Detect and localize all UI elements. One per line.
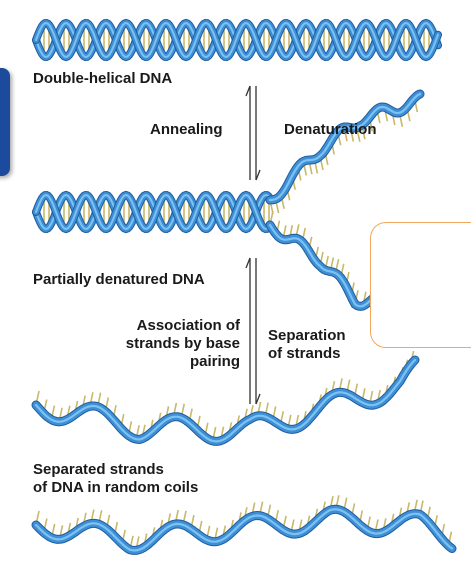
separated-strand-lower (31, 495, 457, 555)
partial-helix-strand-2-highlight (35, 193, 271, 231)
note-callout-box (370, 222, 471, 348)
frayed-strand-upper-highlight (268, 92, 422, 202)
side-tab[interactable] (0, 68, 10, 176)
label-double-helical-dna: Double-helical DNA (33, 70, 173, 87)
separated-strand-lower-highlight (34, 508, 454, 552)
label-association-of-strands: Association of strands by base pairing (125, 317, 240, 370)
label-separation-of-strands: Separation of strands (268, 327, 346, 362)
separated-strand-upper-highlight (34, 358, 417, 443)
label-partially-denatured-dna: Partially denatured DNA (33, 271, 205, 288)
double-helix-strand-2-highlight (35, 21, 439, 59)
label-denaturation: Denaturation (284, 121, 377, 138)
equilibrium-arrow-bottom (245, 257, 261, 405)
double-helix-dna (32, 18, 442, 62)
label-separated-strands: Separated strands of DNA in random coils (33, 461, 199, 496)
partially-denatured-dna (32, 89, 445, 316)
label-annealing: Annealing (150, 121, 223, 138)
separated-strand-upper (31, 350, 420, 446)
equilibrium-arrow-top (245, 85, 261, 181)
